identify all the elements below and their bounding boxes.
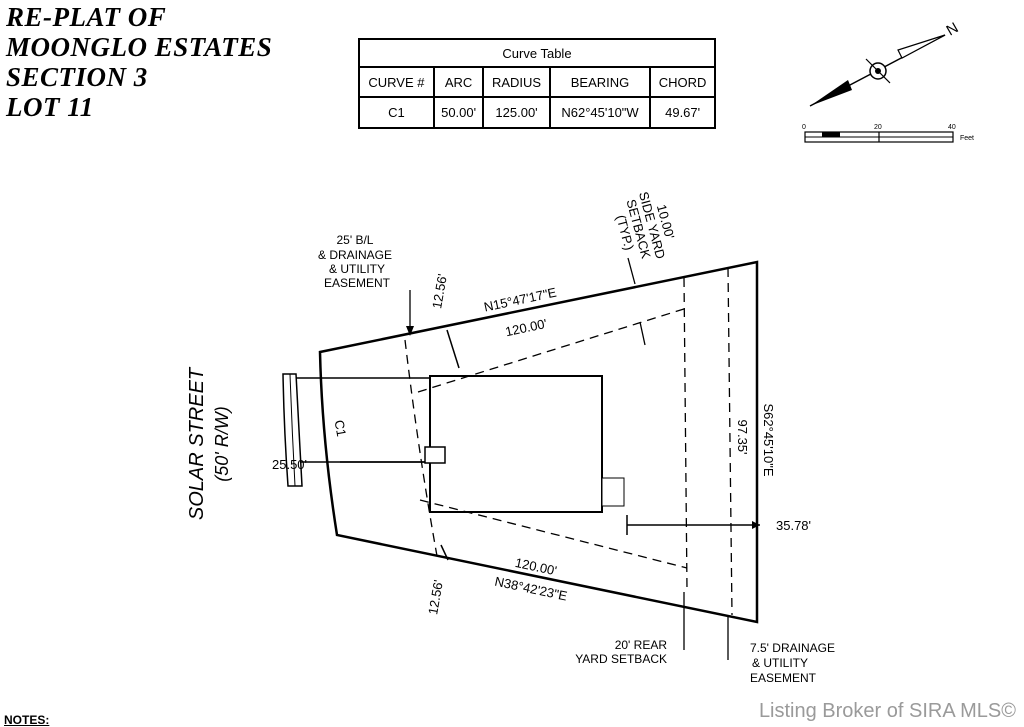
label-line: 25' B/L — [337, 233, 374, 247]
notes-heading: NOTES: — [4, 713, 50, 727]
title-line-3: SECTION 3 — [6, 62, 148, 92]
label-line: 7.5' DRAINAGE — [750, 641, 835, 655]
dim-top-setback: 12.56' — [429, 273, 450, 310]
rear-setback-label: 20' REAR YARD SETBACK — [575, 638, 667, 666]
front-easement-label: 25' B/L & DRAINAGE & UTILITY EASEMENT — [318, 233, 392, 290]
curve-table: Curve Table CURVE # ARC RADIUS BEARING C… — [358, 38, 716, 129]
bearing-right: S62°45'10"E — [761, 403, 776, 476]
curve-table-cell: N62°45'10"W — [548, 96, 652, 129]
dist-bottom: 120.00' — [514, 555, 558, 578]
plat-title: RE-PLAT OF MOONGLO ESTATES SECTION 3 LOT… — [6, 2, 272, 122]
curve-table-header: CHORD — [649, 66, 716, 98]
dim-front: 25.50' — [272, 457, 307, 472]
label-line: YARD SETBACK — [575, 652, 667, 666]
title-line-1: RE-PLAT OF — [6, 2, 167, 32]
scale-tick-label: 0 — [802, 124, 806, 131]
curve-table-cell: 125.00' — [482, 96, 551, 129]
label-line: & UTILITY — [329, 262, 385, 276]
street-name: SOLAR STREET — [186, 366, 208, 520]
dist-top: 120.00' — [504, 316, 548, 339]
north-arrow-icon — [809, 34, 946, 107]
side-setback-label: 10.00' SIDE YARD SETBACK (TYP.) — [613, 190, 677, 260]
curve-label: C1 — [332, 419, 350, 438]
label-line: & DRAINAGE — [318, 248, 392, 262]
setback-lines — [404, 267, 733, 616]
dist-right: 97.35' — [735, 419, 750, 454]
street-row: (50' R/W) — [212, 406, 232, 481]
house-stoop — [424, 446, 446, 464]
scale-unit-label: Feet — [960, 135, 974, 142]
scale-bar — [804, 131, 954, 143]
curve-table-header: CURVE # — [358, 66, 435, 98]
curve-table-header: ARC — [432, 66, 485, 98]
table-row: C1 50.00' 125.00' N62°45'10"W 49.67' — [358, 96, 716, 129]
label-line: 20' REAR — [615, 638, 668, 652]
house-attachment — [601, 477, 625, 507]
north-label: N — [944, 19, 962, 39]
bearing-bottom: N38°42'23"E — [493, 574, 569, 604]
leader-lines — [409, 257, 729, 660]
curve-table-cell: 49.67' — [649, 96, 716, 129]
curve-table-header: RADIUS — [482, 66, 551, 98]
scale-tick-label: 20 — [874, 124, 882, 131]
label-line: EASEMENT — [750, 671, 817, 685]
label-line: & UTILITY — [752, 656, 808, 670]
watermark: Listing Broker of SIRA MLS© — [758, 700, 1016, 722]
title-line-2: MOONGLO ESTATES — [6, 32, 273, 62]
rear-easement-label: 7.5' DRAINAGE & UTILITY EASEMENT — [750, 641, 835, 685]
dimension-lines — [340, 329, 760, 561]
house-footprint — [429, 375, 603, 513]
label-line: EASEMENT — [324, 276, 391, 290]
curve-table-header: BEARING — [548, 66, 652, 98]
curve-table-cell: C1 — [358, 96, 435, 129]
curve-table-cell: 50.00' — [432, 96, 485, 129]
dim-bottom-setback: 12.56' — [425, 579, 446, 616]
curve-table-caption: Curve Table — [358, 38, 716, 68]
title-line-4: LOT 11 — [6, 92, 94, 122]
scale-tick-label: 40 — [948, 124, 956, 131]
dim-rear-offset: 35.78' — [776, 518, 811, 533]
